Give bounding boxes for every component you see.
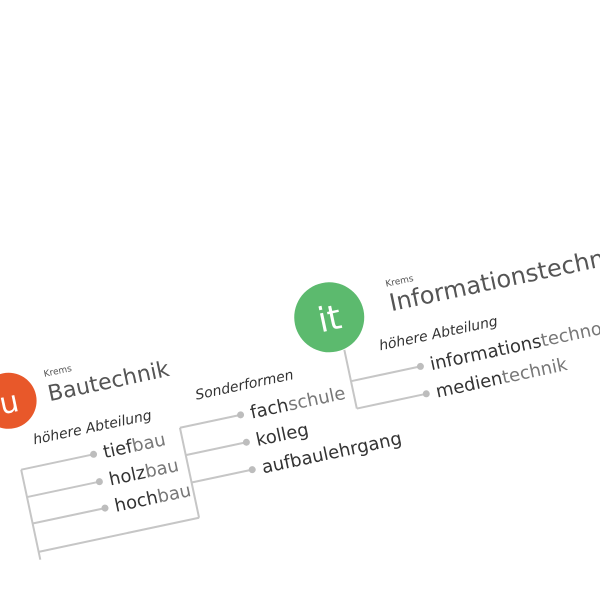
program-light: bau xyxy=(130,429,168,457)
it-badge xyxy=(294,282,365,353)
bautechnik-badge-text: u xyxy=(0,384,22,422)
program-bold: holz xyxy=(107,462,147,490)
program-light: bau xyxy=(143,455,181,483)
program-light: technologie xyxy=(539,309,600,351)
it-title: Informationstechnik xyxy=(387,240,600,317)
bautechnik-node-dots xyxy=(90,411,256,512)
it-tree-lines xyxy=(343,349,427,410)
program-bold: medien xyxy=(434,368,504,403)
bautechnik-badge xyxy=(0,372,37,429)
program-bold: fach xyxy=(248,395,290,424)
program-light: bau xyxy=(155,480,193,508)
program-tiefbau: tiefbau xyxy=(101,429,167,463)
it-node-dots xyxy=(416,362,430,398)
bautechnik-tree-lines xyxy=(20,413,253,560)
program-kolleg: kolleg xyxy=(254,419,310,451)
program-light: schule xyxy=(286,383,347,416)
program-bold: hoch xyxy=(113,487,160,517)
program-light: technik xyxy=(500,354,570,388)
program-bold: kolleg xyxy=(254,419,310,451)
